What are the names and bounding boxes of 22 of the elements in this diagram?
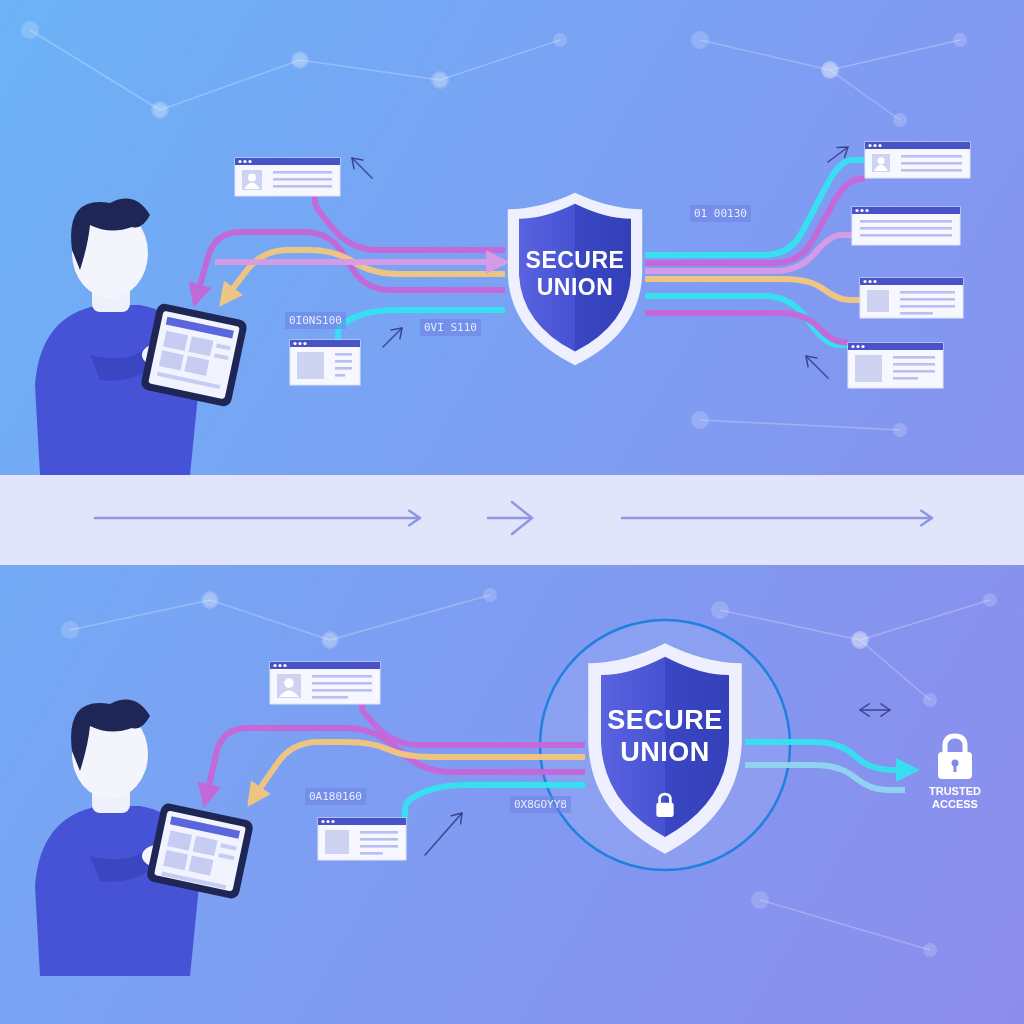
code-tag: 0X8GOYY8 [510, 796, 571, 813]
connector-line [645, 175, 866, 266]
connector-line [219, 247, 505, 307]
connector-line [645, 157, 865, 258]
connector-line [645, 293, 848, 348]
connector-line [645, 276, 860, 303]
connector-line [359, 704, 585, 748]
code-tag: 0VI S110 [420, 319, 481, 336]
connector-line [312, 196, 505, 253]
badge-text: SECURE UNION [606, 705, 724, 769]
code-tag: 01 00130 [690, 205, 751, 222]
connector-line [645, 232, 852, 274]
connector-line [745, 762, 905, 793]
badge-text: SECURE UNION [524, 246, 626, 302]
connector-line [197, 725, 585, 808]
code-tag: 0I0NS100 [285, 312, 346, 329]
lock-caption: TRUSTED ACCESS [928, 785, 982, 811]
connector-line [645, 310, 849, 346]
connector-line [745, 739, 920, 782]
connector-line [247, 739, 585, 807]
connector-line [188, 229, 505, 308]
code-tag: 0A180160 [305, 788, 366, 805]
